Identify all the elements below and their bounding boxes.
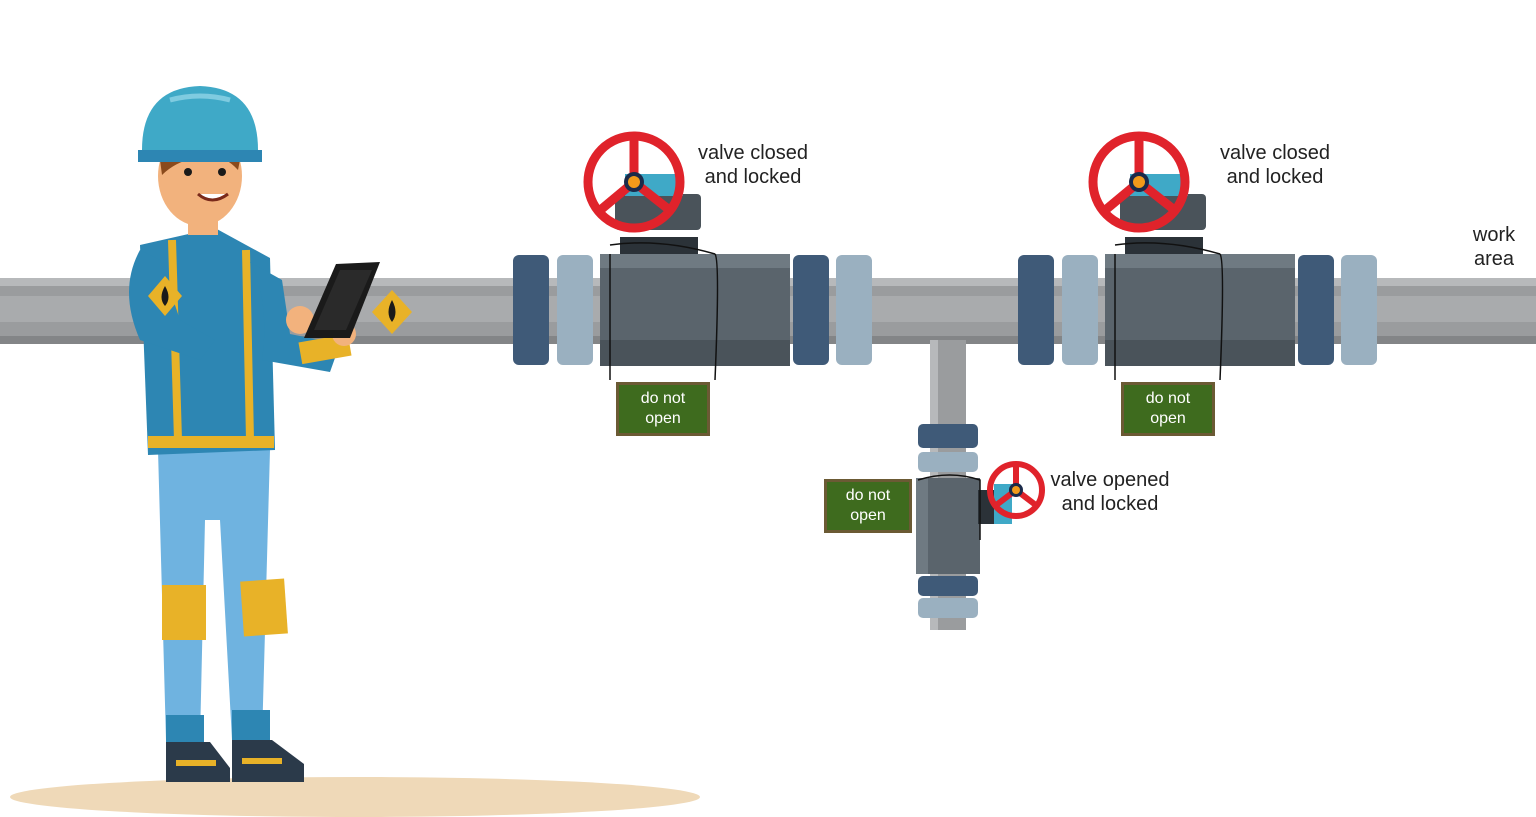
- valve-3-label: valve opened and locked: [1042, 468, 1178, 516]
- valve-1-label-line1: valve closed: [697, 142, 809, 164]
- tag-line2: open: [645, 410, 681, 427]
- tag-line1: do not: [845, 487, 891, 504]
- handwheel-icon: [1088, 131, 1190, 233]
- valve-3: [916, 424, 1012, 618]
- worker-figure: [129, 86, 412, 782]
- valve-2-label-line2: and locked: [1226, 166, 1324, 188]
- valve-3-label-line2: and locked: [1061, 493, 1159, 515]
- tag-line2: open: [850, 507, 886, 524]
- valve-2: [1018, 174, 1377, 381]
- do-not-open-tag: do not open: [616, 382, 710, 436]
- valve-1-label-line2: and locked: [704, 166, 802, 188]
- handwheel-icon: [583, 131, 685, 233]
- work-area-label: work area: [1454, 223, 1534, 271]
- do-not-open-tag: do not open: [824, 479, 912, 533]
- tag-line1: do not: [1145, 390, 1191, 407]
- oil-drop-badge-icon: [372, 290, 412, 334]
- valve-1: [513, 174, 872, 381]
- valve-2-label-line1: valve closed: [1219, 142, 1331, 164]
- work-area-label-line1: work: [1472, 224, 1516, 246]
- tag-line1: do not: [640, 390, 686, 407]
- tablet-icon: [304, 262, 380, 338]
- ground-shadow: [10, 777, 700, 817]
- handwheel-icon: [987, 461, 1045, 519]
- valve-2-label: valve closed and locked: [1210, 141, 1340, 189]
- work-area-label-line2: area: [1473, 248, 1515, 270]
- valve-3-label-line1: valve opened: [1050, 469, 1170, 491]
- valve-1-label: valve closed and locked: [688, 141, 818, 189]
- tag-line2: open: [1150, 410, 1186, 427]
- do-not-open-tag: do not open: [1121, 382, 1215, 436]
